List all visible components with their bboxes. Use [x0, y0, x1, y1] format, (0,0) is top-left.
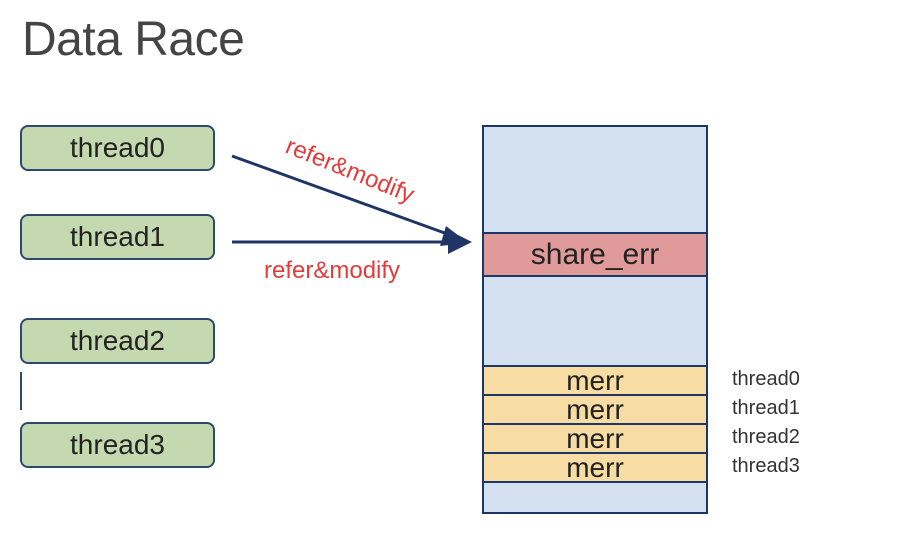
- merr-slot-2: merr: [484, 423, 706, 453]
- thread-box-3: thread3: [20, 422, 215, 468]
- thread-box-1: thread1: [20, 214, 215, 260]
- shared-variable: share_err: [484, 232, 706, 277]
- merr-slot-0: merr: [484, 365, 706, 395]
- thread-box-0: thread0: [20, 125, 215, 171]
- merr-slot-3: merr: [484, 452, 706, 483]
- arrow-thread0: [231, 154, 465, 242]
- merr-owner-3: thread3: [732, 455, 800, 477]
- thread-box-2: thread2: [20, 318, 215, 364]
- merr-owner-0: thread0: [732, 368, 800, 390]
- merr-slot-1: merr: [484, 394, 706, 424]
- merr-owner-1: thread1: [732, 397, 800, 419]
- arrowhead-icon: [448, 230, 472, 254]
- divider-line: [20, 372, 22, 410]
- memory-block: share_err merr merr merr merr: [482, 125, 708, 514]
- arrow-label-1: refer&modify: [264, 257, 400, 284]
- merr-owner-2: thread2: [732, 426, 800, 448]
- page-title: Data Race: [22, 13, 245, 66]
